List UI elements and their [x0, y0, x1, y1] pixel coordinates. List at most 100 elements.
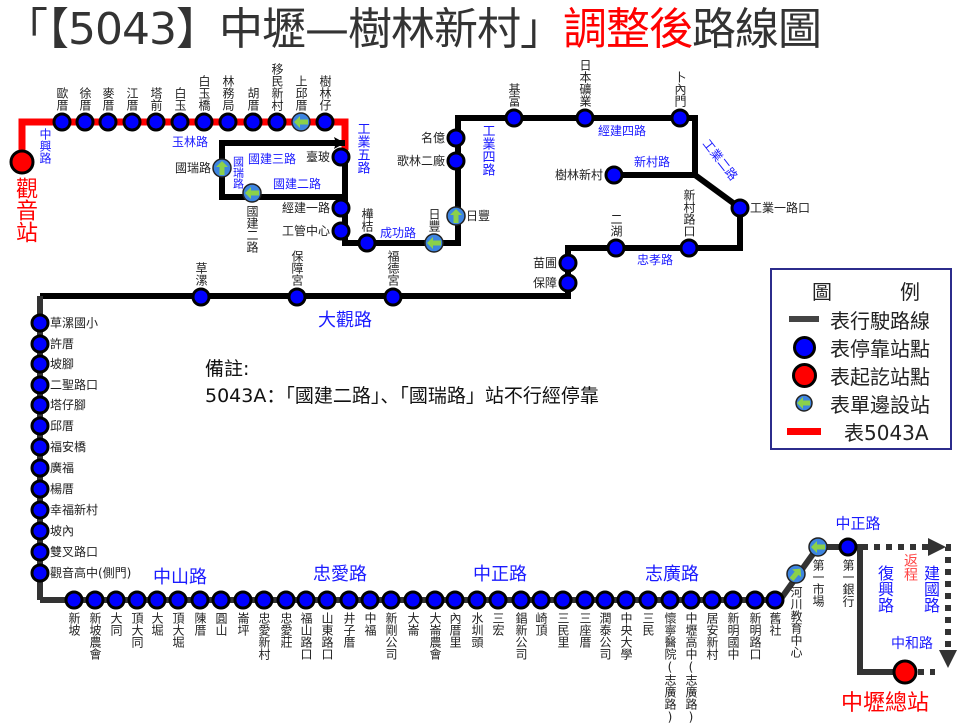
station-stop[interactable] [339, 590, 359, 610]
station-stop[interactable] [30, 542, 50, 562]
station-stop[interactable] [745, 590, 765, 610]
station-stop[interactable] [670, 108, 690, 128]
station-stop[interactable] [30, 334, 50, 354]
stop-dot-icon [30, 437, 50, 457]
stop-dot-icon [52, 112, 72, 132]
station-stop[interactable] [85, 590, 105, 610]
station-stop[interactable] [575, 108, 595, 128]
route-loop-guojian [219, 140, 345, 200]
station-stop[interactable] [638, 590, 658, 610]
station-stop[interactable] [296, 590, 316, 610]
station-one-side[interactable] [212, 158, 232, 178]
station-stop[interactable] [553, 590, 573, 610]
station-one-side[interactable] [242, 183, 262, 203]
station-stop[interactable] [765, 590, 785, 610]
station-stop[interactable] [146, 112, 166, 132]
station-stop[interactable] [331, 221, 351, 241]
station-stop[interactable] [127, 590, 147, 610]
station-stop[interactable] [190, 590, 210, 610]
station-stop[interactable] [511, 590, 531, 610]
station-stop[interactable] [504, 108, 524, 128]
station-stop[interactable] [267, 112, 287, 132]
station-stop[interactable] [575, 590, 595, 610]
station-stop[interactable] [75, 112, 95, 132]
station-stop[interactable] [595, 590, 615, 610]
station-stop[interactable] [331, 198, 351, 218]
station-stop[interactable] [702, 590, 722, 610]
station-stop[interactable] [194, 112, 214, 132]
station-stop[interactable] [315, 112, 335, 132]
station-stop[interactable] [30, 395, 50, 415]
station-stop[interactable] [445, 590, 465, 610]
station-stop[interactable] [168, 590, 188, 610]
station-stop[interactable] [30, 313, 50, 333]
stop-dot-icon [30, 563, 50, 583]
station-stop[interactable] [446, 151, 466, 171]
station-stop[interactable] [446, 128, 466, 148]
station-stop[interactable] [681, 590, 701, 610]
stop-dot-icon [331, 198, 351, 218]
station-stop[interactable] [616, 590, 636, 610]
station-stop[interactable] [331, 147, 351, 167]
station-one-side[interactable] [446, 206, 466, 226]
station-stop[interactable] [838, 537, 858, 557]
station-one-side[interactable] [291, 112, 311, 132]
station-stop[interactable] [558, 273, 578, 293]
station-stop[interactable] [317, 590, 337, 610]
station-stop[interactable] [98, 112, 118, 132]
station-one-side[interactable] [808, 537, 828, 557]
station-stop[interactable] [357, 233, 377, 253]
station-stop[interactable] [425, 590, 445, 610]
station-stop[interactable] [30, 500, 50, 520]
station-stop[interactable] [254, 590, 274, 610]
station-stop[interactable] [52, 112, 72, 132]
stop-dot-icon [85, 590, 105, 610]
station-stop[interactable] [467, 590, 487, 610]
station-stop[interactable] [30, 563, 50, 583]
station-stop[interactable] [276, 590, 296, 610]
station-stop[interactable] [558, 253, 578, 273]
station-stop[interactable] [30, 354, 50, 374]
station-one-side[interactable] [786, 564, 806, 584]
station-stop[interactable] [606, 238, 626, 258]
station-one-side[interactable] [424, 233, 444, 253]
station-stop[interactable] [723, 590, 743, 610]
station-stop[interactable] [30, 521, 50, 541]
origin-terminal[interactable] [9, 149, 35, 175]
terminal-dot-icon [791, 362, 817, 388]
station-stop[interactable] [147, 590, 167, 610]
stop-dot-icon [331, 147, 351, 167]
station-stop[interactable] [381, 590, 401, 610]
station-stop[interactable] [211, 590, 231, 610]
station-stop[interactable] [233, 590, 253, 610]
station-stop[interactable] [488, 590, 508, 610]
station-stop[interactable] [287, 287, 307, 307]
station-stop[interactable] [122, 112, 142, 132]
stop-dot-icon [30, 395, 50, 415]
stop-dot-icon [191, 287, 211, 307]
station-stop[interactable] [604, 165, 624, 185]
station-stop[interactable] [30, 437, 50, 457]
station-stop[interactable] [403, 590, 423, 610]
station-stop[interactable] [170, 112, 190, 132]
stop-dot-icon [122, 112, 142, 132]
station-stop[interactable] [30, 458, 50, 478]
station-stop[interactable] [106, 590, 126, 610]
station-stop[interactable] [531, 590, 551, 610]
stop-dot-icon [723, 590, 743, 610]
station-stop[interactable] [30, 479, 50, 499]
destination-terminal[interactable] [892, 659, 918, 685]
station-stop[interactable] [64, 590, 84, 610]
station-stop[interactable] [30, 375, 50, 395]
station-stop[interactable] [243, 112, 263, 132]
station-stop[interactable] [679, 238, 699, 258]
station-stop[interactable] [660, 590, 680, 610]
station-stop[interactable] [218, 112, 238, 132]
station-stop[interactable] [360, 590, 380, 610]
station-stop[interactable] [383, 287, 403, 307]
station-stop[interactable] [191, 287, 211, 307]
station-stop[interactable] [730, 198, 750, 218]
station-stop[interactable] [30, 416, 50, 436]
stop-dot-icon [558, 273, 578, 293]
